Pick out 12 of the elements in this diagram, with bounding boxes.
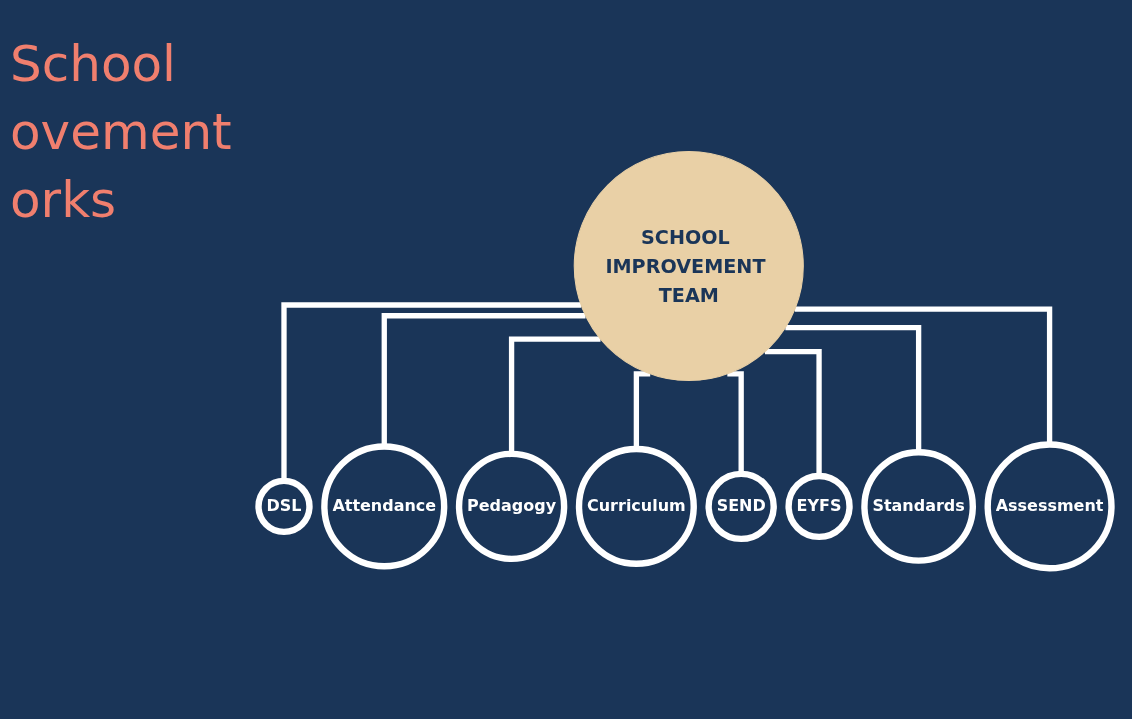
title: School ovement orks [10,34,233,231]
node-circle: EYFS [785,472,853,541]
node-circle: Standards [861,449,976,564]
connector [727,371,744,474]
node-circle: Curriculum [575,445,697,568]
node-circle: SEND [705,470,777,543]
node-circle: Pedagogy [455,450,568,563]
node-circle: SCHOOL IMPROVEMENT TEAM [573,151,804,382]
connector [508,336,601,454]
node-circle: DSL [255,477,313,536]
node-circle: Assessment [984,441,1115,572]
node-circle: Attendance [321,443,448,570]
